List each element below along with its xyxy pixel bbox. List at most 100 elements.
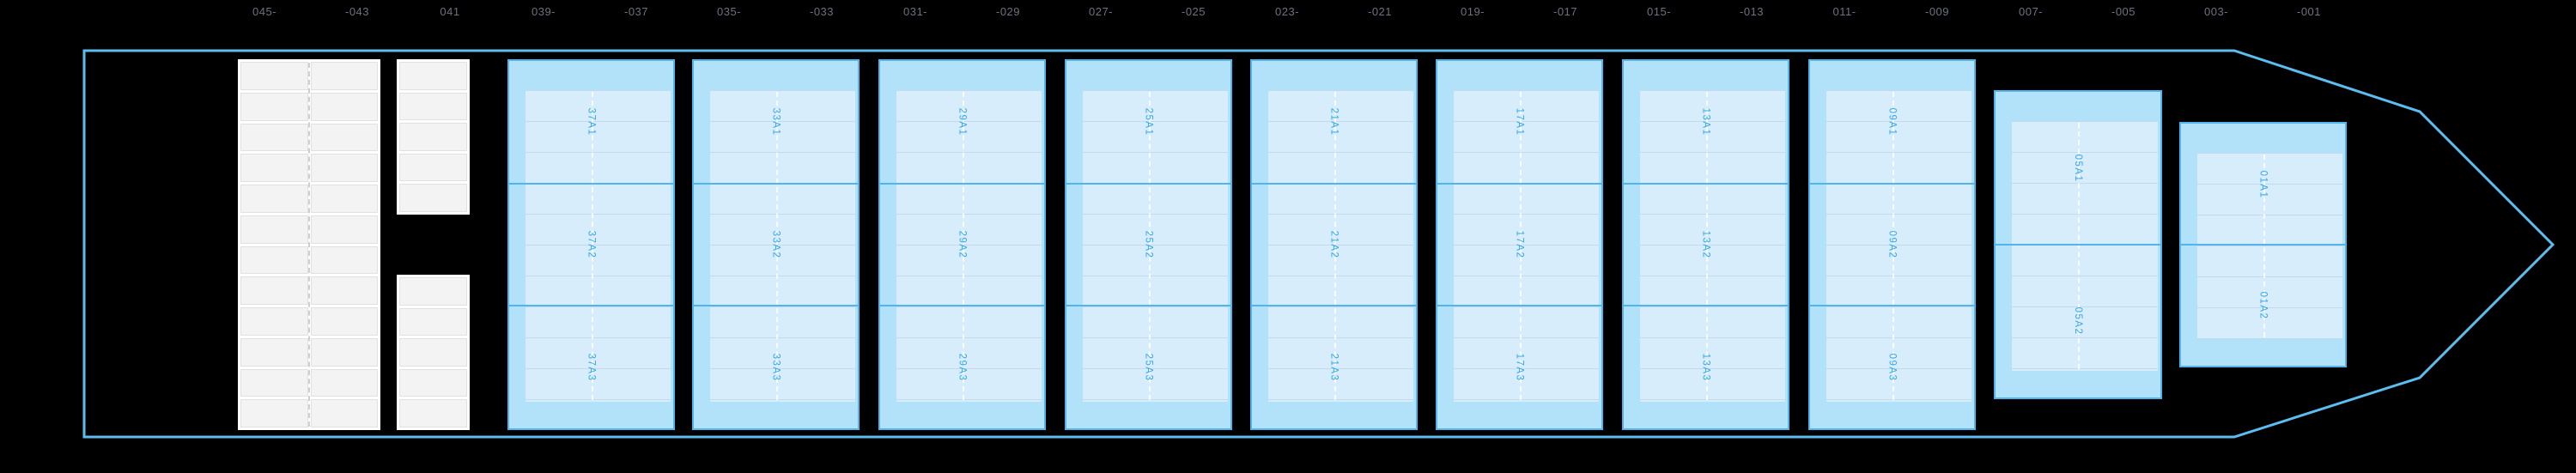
bay-23-21[interactable]: 21A1 21A2 21A3 — [1250, 59, 1418, 430]
stern-hatch-grid — [238, 59, 380, 430]
bay-slot-area — [526, 90, 671, 402]
bay-section-label-text: 09A2 — [1886, 230, 1898, 259]
bay-section-29A2[interactable]: 29A2 — [880, 231, 1044, 259]
bay-number-label: 015- — [1646, 5, 1672, 18]
bay-section-label-text: 33A2 — [770, 230, 781, 259]
bay-section-label-text: 29A2 — [957, 230, 968, 259]
bay-section-label-text: 29A3 — [957, 353, 968, 382]
hatch-cell — [310, 123, 378, 152]
bay-39-37[interactable]: 37A1 37A2 37A3 — [507, 59, 675, 430]
bay-number-label: -029 — [995, 5, 1021, 18]
bay-section-label-text: 33A3 — [770, 353, 781, 382]
bay-section-33A2[interactable]: 33A2 — [694, 231, 858, 259]
bay-section-17A1[interactable]: 17A1 — [1437, 108, 1601, 136]
bay-number-label: -009 — [1924, 5, 1950, 18]
bay-section-29A3[interactable]: 29A3 — [880, 353, 1044, 381]
bay-section-label-text: 25A2 — [1143, 230, 1154, 259]
bay-section-05A1[interactable]: 05A1 — [1996, 155, 2160, 183]
bay-section-label-text: 13A3 — [1700, 353, 1711, 382]
bay-section-21A2[interactable]: 21A2 — [1252, 231, 1416, 259]
bay-section-label-text: 01A2 — [2257, 291, 2269, 319]
bay-section-25A2[interactable]: 25A2 — [1066, 231, 1230, 259]
hatch-cell — [399, 153, 467, 182]
bay-section-21A3[interactable]: 21A3 — [1252, 353, 1416, 381]
bay-section-divider — [1066, 305, 1230, 307]
bay-section-label-text: 13A1 — [1700, 107, 1711, 136]
hatch-cell — [399, 338, 467, 367]
bay-section-label-text: 09A3 — [1886, 353, 1898, 382]
bay-slot-area — [896, 90, 1042, 402]
bay-section-label-text: 17A2 — [1514, 230, 1525, 259]
bay-section-09A1[interactable]: 09A1 — [1810, 108, 1974, 136]
hatch-cell — [310, 368, 378, 397]
bay-section-divider — [1810, 305, 1974, 307]
hatch-cell — [240, 185, 308, 213]
bay-section-17A3[interactable]: 17A3 — [1437, 353, 1601, 381]
bay-27-25[interactable]: 25A1 25A2 25A3 — [1065, 59, 1232, 430]
bay-31-29[interactable]: 29A1 29A2 29A3 — [878, 59, 1046, 430]
hatch-cell — [399, 92, 467, 121]
bay-section-label-text: 37A3 — [586, 353, 597, 382]
bay-03-01[interactable]: 01A1 01A2 — [2179, 122, 2347, 367]
bay-section-13A3[interactable]: 13A3 — [1624, 353, 1788, 381]
hatch-cell — [310, 154, 378, 182]
bay-35-33[interactable]: 33A1 33A2 33A3 — [692, 59, 860, 430]
hatch-cell — [240, 337, 308, 367]
bay-center-dashed-line — [2263, 155, 2265, 337]
bay-section-label-text: 21A3 — [1328, 353, 1340, 382]
bay-section-label-text: 05A2 — [2073, 306, 2083, 336]
bay-section-label-text: 09A1 — [1886, 107, 1898, 136]
bay-07-05[interactable]: 05A1 05A2 — [1994, 90, 2162, 399]
bay-section-divider — [509, 182, 673, 185]
bay-section-divider — [880, 182, 1044, 185]
bay-19-17[interactable]: 17A1 17A2 17A3 — [1436, 59, 1603, 430]
bay-section-label-text: 21A2 — [1328, 230, 1340, 259]
bay-section-25A1[interactable]: 25A1 — [1066, 108, 1230, 136]
bay-section-09A2[interactable]: 09A2 — [1810, 231, 1974, 259]
bay-section-01A1[interactable]: 01A1 — [2181, 170, 2345, 198]
bay-center-dashed-line — [591, 92, 593, 400]
bay-center-dashed-line — [1705, 92, 1708, 400]
bay-section-33A1[interactable]: 33A1 — [694, 108, 858, 136]
hatch-cell — [310, 337, 378, 367]
bay-number-label: -013 — [1739, 5, 1765, 18]
bay-section-divider — [694, 305, 858, 307]
bay-number-label: -033 — [809, 5, 835, 18]
bay-section-37A2[interactable]: 37A2 — [509, 231, 673, 259]
hatch-cell — [240, 399, 308, 428]
bay-section-29A1[interactable]: 29A1 — [880, 108, 1044, 136]
hull-polygon — [82, 49, 2555, 439]
bay-15-13[interactable]: 13A1 13A2 13A3 — [1622, 59, 1789, 430]
bay-section-label-text: 13A2 — [1700, 230, 1711, 259]
bay-section-37A3[interactable]: 37A3 — [509, 353, 673, 381]
bay-section-divider — [880, 305, 1044, 307]
bay-number-label: -001 — [2296, 5, 2322, 18]
bay-section-25A3[interactable]: 25A3 — [1066, 353, 1230, 381]
hatch-cell — [310, 246, 378, 275]
hatch-cell — [310, 399, 378, 428]
hatch-cell — [310, 276, 378, 305]
hatch-cell — [310, 185, 378, 213]
hatch-cell — [399, 307, 467, 337]
side-hatch-stack — [397, 59, 470, 215]
bay-section-label-text: 01A1 — [2257, 170, 2269, 198]
bay-section-13A2[interactable]: 13A2 — [1624, 231, 1788, 259]
bay-section-13A1[interactable]: 13A1 — [1624, 108, 1788, 136]
hatch-cell — [240, 368, 308, 397]
hatch-cell — [399, 123, 467, 151]
bay-section-05A2[interactable]: 05A2 — [1996, 307, 2160, 336]
bay-11-09[interactable]: 09A1 09A2 09A3 — [1808, 59, 1976, 430]
bay-section-divider — [1252, 305, 1416, 307]
bay-section-37A1[interactable]: 37A1 — [509, 108, 673, 136]
bay-number-label: 011- — [1832, 5, 1856, 18]
bay-number-label: 027- — [1088, 5, 1114, 18]
bay-slot-area — [1454, 90, 1599, 402]
bay-section-09A3[interactable]: 09A3 — [1810, 353, 1974, 381]
bay-section-01A2[interactable]: 01A2 — [2181, 291, 2345, 319]
bay-section-17A2[interactable]: 17A2 — [1437, 231, 1601, 259]
bay-section-21A1[interactable]: 21A1 — [1252, 108, 1416, 136]
bay-number-label: 003- — [2203, 5, 2229, 18]
bay-section-33A3[interactable]: 33A3 — [694, 353, 858, 381]
